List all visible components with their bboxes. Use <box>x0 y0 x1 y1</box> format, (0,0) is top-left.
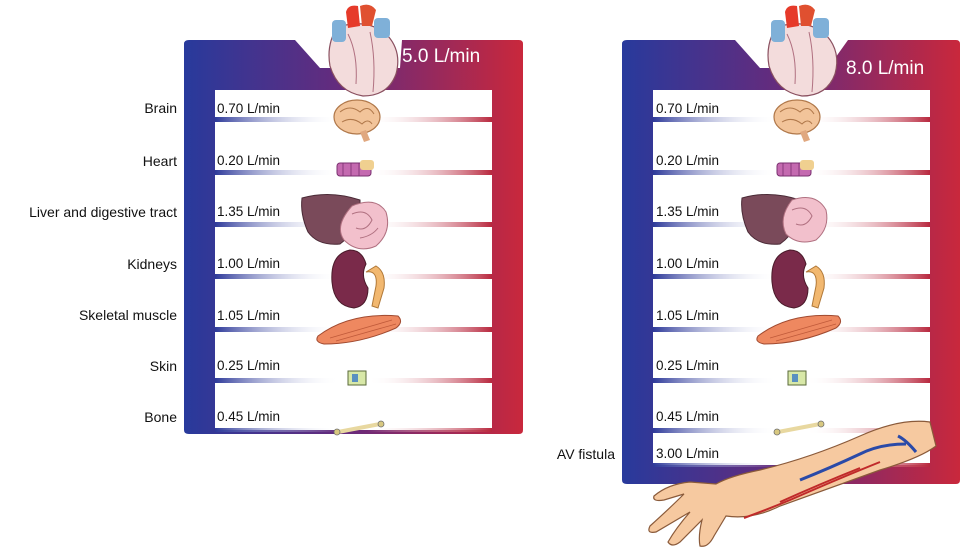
right-flow-bone: 0.45 L/min <box>656 409 719 424</box>
left-flow-skin: 0.25 L/min <box>217 358 280 373</box>
right-flow-skeletal-muscle: 1.05 L/min <box>656 308 719 323</box>
organ-label-kidneys: Kidneys <box>2 256 177 272</box>
left-flow-kidneys: 1.00 L/min <box>217 256 280 271</box>
left-flow-skeletal-muscle: 1.05 L/min <box>217 308 280 323</box>
left-flow-liver: 1.35 L/min <box>217 204 280 219</box>
organ-label-skin: Skin <box>2 358 177 374</box>
right-total-output: 8.0 L/min <box>846 58 924 80</box>
right-flow-heart: 0.20 L/min <box>656 153 719 168</box>
intestine-icon <box>783 198 827 242</box>
left-total-output: 5.0 L/min <box>402 46 480 68</box>
left-flow-heart: 0.20 L/min <box>217 153 280 168</box>
organ-label-av-fistula: AV fistula <box>440 446 615 462</box>
skin-icon <box>788 371 806 385</box>
skin-icon <box>348 371 366 385</box>
right-flow-skin: 0.25 L/min <box>656 358 719 373</box>
left-flow-brain: 0.70 L/min <box>217 101 280 116</box>
organ-label-heart: Heart <box>2 153 177 169</box>
right-flow-brain: 0.70 L/min <box>656 101 719 116</box>
right-flow-kidneys: 1.00 L/min <box>656 256 719 271</box>
organ-label-liver: Liver and digestive tract <box>2 204 177 220</box>
heart-icon <box>329 5 398 96</box>
right-flow-av-fistula: 3.00 L/min <box>656 446 719 461</box>
organ-label-skeletal-muscle: Skeletal muscle <box>2 307 177 323</box>
heart-icon <box>768 5 837 96</box>
left-flow-bone: 0.45 L/min <box>217 409 280 424</box>
organ-label-brain: Brain <box>2 100 177 116</box>
organ-label-bone: Bone <box>2 409 177 425</box>
right-flow-liver: 1.35 L/min <box>656 204 719 219</box>
